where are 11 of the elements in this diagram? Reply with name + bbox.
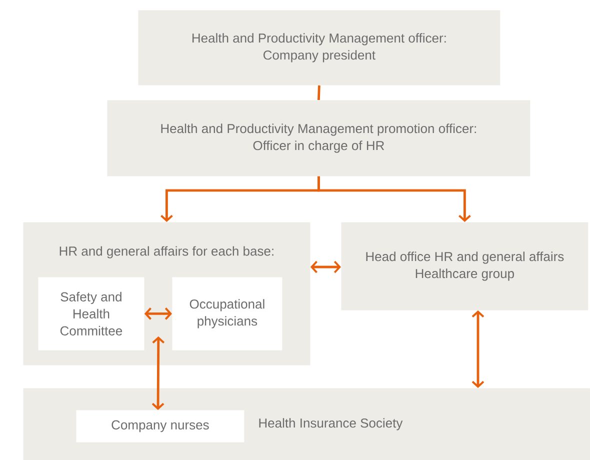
role-box: Occupational physicians — [172, 277, 282, 350]
role-box: Safety and Health Committee — [38, 277, 144, 350]
arrow — [318, 176, 471, 222]
arrow — [152, 336, 165, 410]
arrow — [144, 308, 172, 320]
role-box: Company nurses — [76, 410, 244, 442]
arrow — [472, 310, 484, 388]
org-box: Health and Productivity Management promotion officer: Officer in charge of HR — [107, 100, 530, 176]
org-box: Health and Productivity Management officer: Company president — [138, 10, 500, 86]
arrow — [310, 260, 341, 274]
org-box: Head office HR and general affairs Healthcare group — [341, 222, 588, 310]
